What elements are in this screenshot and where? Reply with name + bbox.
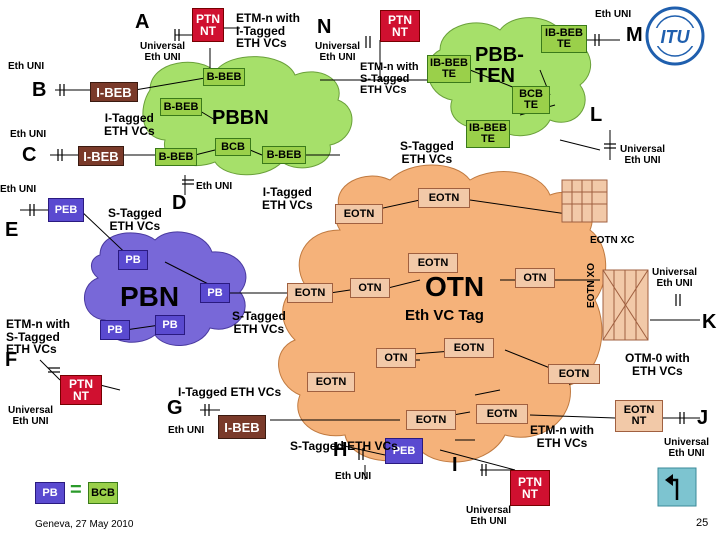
eotn-xo-switch xyxy=(602,269,649,341)
b-beb-1[interactable]: B-BEB xyxy=(203,68,245,86)
universal-eth-uni-i: Universal Eth UNI xyxy=(466,505,512,527)
ptn-nt-i[interactable]: PTN NT xyxy=(510,470,550,506)
eth-vc-tag: Eth VC Tag xyxy=(405,307,484,324)
pb-3[interactable]: PB xyxy=(155,315,185,335)
back-arrow-button[interactable] xyxy=(657,467,697,507)
eotn-1[interactable]: EOTN xyxy=(418,188,470,208)
eotn-9[interactable]: EOTN xyxy=(476,404,528,424)
eth-uni-g: Eth UNI xyxy=(168,425,205,436)
node-d: D xyxy=(172,192,187,214)
eotn-5[interactable]: EOTN xyxy=(444,338,494,358)
i-beb-c[interactable]: I-BEB xyxy=(78,146,124,166)
universal-eth-uni-n: Universal Eth UNI xyxy=(315,41,361,63)
otn-3[interactable]: OTN xyxy=(376,348,416,368)
universal-eth-uni-j: Universal Eth UNI xyxy=(664,437,710,459)
footer-date: Geneva, 27 May 2010 xyxy=(35,519,134,530)
bcb-te[interactable]: BCB TE xyxy=(512,86,550,114)
itagged-b: I-Tagged ETH VCs xyxy=(104,111,155,138)
itagged-d: I-Tagged ETH VCs xyxy=(262,185,313,212)
legend-bcb: BCB xyxy=(88,482,118,504)
otn-label: OTN xyxy=(425,271,485,302)
eotn-3[interactable]: EOTN xyxy=(408,253,458,273)
ptn-nt-a[interactable]: PTN NT xyxy=(192,8,224,42)
eotn-xc-label: EOTN XC xyxy=(590,235,635,246)
node-c: C xyxy=(22,144,37,166)
node-m: M xyxy=(626,24,643,46)
etm-stagged-n: ETM-n with S-Tagged ETH VCs xyxy=(360,61,419,97)
pb-1[interactable]: PB xyxy=(118,250,148,270)
ib-beb-te-low[interactable]: IB-BEB TE xyxy=(466,120,510,148)
eotn-2[interactable]: EOTN xyxy=(335,204,383,224)
pbn-label: PBN xyxy=(120,281,180,312)
node-l: L xyxy=(590,104,603,126)
node-g: G xyxy=(167,397,183,419)
eth-uni-h: Eth UNI xyxy=(335,471,372,482)
peb-h[interactable]: PEB xyxy=(385,438,423,464)
eotn-7[interactable]: EOTN xyxy=(307,372,355,392)
pbbn-label: PBBN xyxy=(212,107,269,129)
stagged-h: S-Tagged ETH VCs xyxy=(290,439,398,453)
eotn-4[interactable]: EOTN xyxy=(287,283,333,303)
etm-itagged-a: ETM-n with I-Tagged ETH VCs xyxy=(236,11,300,51)
node-b: B xyxy=(32,79,47,101)
i-beb-g[interactable]: I-BEB xyxy=(218,415,266,439)
etm-n-eth-vcs: ETM-n with ETH VCs xyxy=(530,423,594,450)
eotn-8[interactable]: EOTN xyxy=(406,410,456,430)
otm-eth-vcs: OTM-0 with ETH VCs xyxy=(625,351,690,378)
itagged-g: I-Tagged ETH VCs xyxy=(178,385,282,399)
stagged-ten: S-Tagged ETH VCs xyxy=(400,139,454,166)
eotn-6[interactable]: EOTN xyxy=(548,364,600,384)
eth-uni-c: Eth UNI xyxy=(10,129,47,140)
node-h: H xyxy=(333,439,348,461)
node-e: E xyxy=(5,219,19,241)
node-j: J xyxy=(697,407,709,429)
peb-e[interactable]: PEB xyxy=(48,198,84,222)
ptn-nt-f[interactable]: PTN NT xyxy=(60,375,102,405)
stagged-d: S-Tagged ETH VCs xyxy=(108,206,162,233)
universal-eth-uni-a: Universal Eth UNI xyxy=(140,41,186,63)
page-number: 25 xyxy=(696,517,709,529)
eth-uni-d: Eth UNI xyxy=(196,181,233,192)
ptn-nt-n[interactable]: PTN NT xyxy=(380,10,420,42)
stagged-mid: S-Tagged ETH VCs xyxy=(232,309,286,336)
universal-eth-uni-l: Universal Eth UNI xyxy=(620,144,666,166)
node-a: A xyxy=(135,11,150,33)
pb-4[interactable]: PB xyxy=(100,320,130,340)
eth-uni-e: Eth UNI xyxy=(0,184,37,195)
eotn-nt[interactable]: EOTN NT xyxy=(615,400,663,432)
uni-markers xyxy=(29,29,685,476)
pb-2[interactable]: PB xyxy=(200,283,230,303)
otn-cloud xyxy=(278,164,607,463)
eotn-xc-switch xyxy=(561,179,608,223)
etm-stagged-left: ETM-n with S-Tagged ETH VCs xyxy=(6,317,70,357)
i-beb-b[interactable]: I-BEB xyxy=(90,82,138,102)
legend-equals: = xyxy=(70,479,82,501)
eth-uni-b: Eth UNI xyxy=(8,61,45,72)
pbb-ten-label: PBB- TEN xyxy=(475,44,524,87)
otn-2[interactable]: OTN xyxy=(515,268,555,288)
universal-eth-uni-k: Universal Eth UNI xyxy=(652,267,698,289)
eth-uni-m: Eth UNI xyxy=(595,9,632,20)
node-f: F xyxy=(5,349,18,371)
universal-eth-uni-f: Universal Eth UNI xyxy=(8,405,54,427)
eotn-xo-label: EOTN XO xyxy=(586,262,597,308)
svg-text:ITU: ITU xyxy=(661,27,691,47)
ib-beb-te-mid[interactable]: IB-BEB TE xyxy=(427,55,471,83)
b-beb-3[interactable]: B-BEB xyxy=(155,148,197,166)
ib-beb-te-top[interactable]: IB-BEB TE xyxy=(541,25,587,53)
legend-pb: PB xyxy=(35,482,65,504)
itu-logo: ITU xyxy=(645,6,705,66)
node-k: K xyxy=(702,311,717,333)
bcb-pbbn[interactable]: BCB xyxy=(215,138,251,156)
b-beb-4[interactable]: B-BEB xyxy=(262,146,306,164)
otn-1[interactable]: OTN xyxy=(350,278,390,298)
node-n: N xyxy=(317,16,332,38)
b-beb-2[interactable]: B-BEB xyxy=(160,98,202,116)
node-i: I xyxy=(452,454,458,476)
